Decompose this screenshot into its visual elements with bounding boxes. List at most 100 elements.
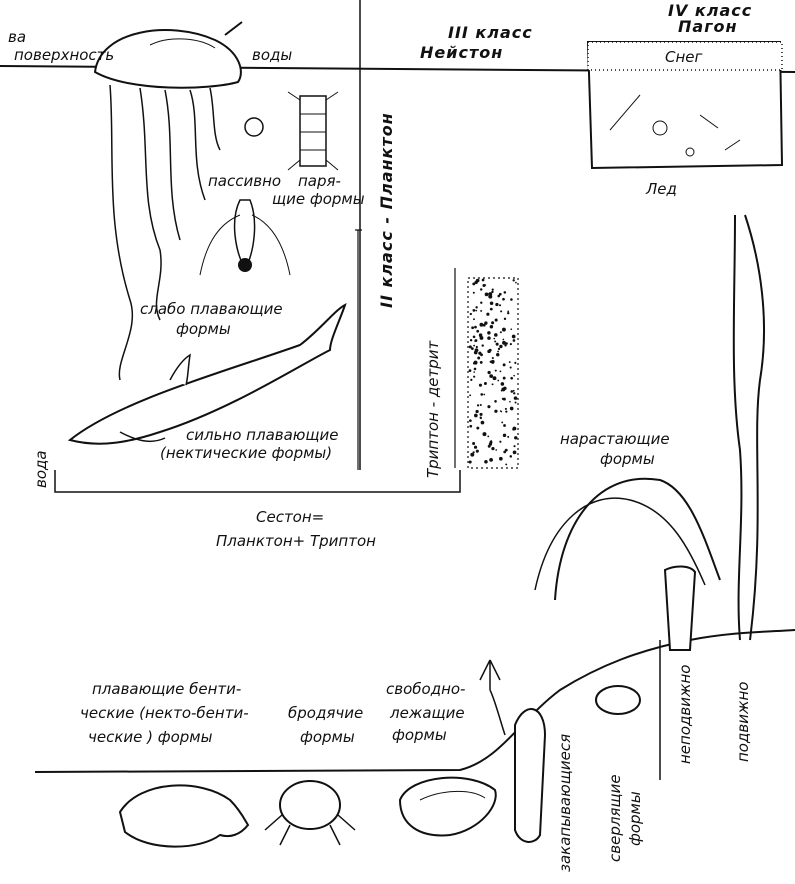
tripton-particle	[503, 317, 507, 321]
plankton-bracket	[355, 229, 362, 470]
free-lying-label-2: лежащие	[390, 704, 465, 722]
tripton-particle	[472, 441, 476, 445]
tripton-particle	[491, 321, 495, 325]
crab-drawing	[264, 780, 356, 846]
tripton-particle	[511, 334, 516, 339]
tripton-particle	[510, 376, 513, 380]
tripton-particle	[502, 338, 505, 341]
tripton-column	[467, 277, 519, 469]
tripton-particle	[476, 404, 480, 407]
tripton-particle	[487, 444, 491, 448]
tripton-particle	[473, 344, 476, 347]
tripton-particle	[490, 440, 493, 442]
tripton-particle	[491, 290, 494, 294]
tripton-particle	[473, 318, 475, 321]
shark-drawing	[67, 303, 347, 445]
tripton-particle	[509, 406, 514, 411]
tripton-particle	[479, 288, 483, 291]
tripton-particle	[472, 291, 475, 294]
class3-name: Нейстон	[420, 43, 504, 62]
tripton-particle	[469, 419, 472, 423]
burrowing-label: закапывающиеся	[556, 733, 574, 872]
tripton-particle	[505, 342, 508, 345]
tripton-particle	[484, 321, 488, 325]
tripton-particle	[479, 403, 482, 406]
tripton-particle	[510, 328, 513, 331]
flatfish-drawing	[118, 784, 250, 848]
tripton-particle	[486, 312, 490, 316]
tripton-particle	[507, 310, 510, 313]
tripton-particle	[479, 412, 483, 416]
sea-floor-line	[34, 629, 795, 773]
tripton-particle	[472, 282, 476, 286]
tripton-particle	[482, 323, 486, 327]
diatom-chain-drawing	[287, 91, 339, 171]
tripton-particle	[492, 376, 497, 381]
tripton-particle	[476, 329, 480, 333]
tripton-particle	[483, 393, 486, 396]
growing-forms-label-1: нарастающие	[560, 430, 670, 448]
tripton-particle	[500, 382, 505, 386]
tripton-particle	[479, 336, 484, 340]
tripton-particle	[495, 342, 499, 346]
tripton-particle	[487, 336, 491, 340]
tripton-particle	[469, 312, 472, 316]
tripton-particle	[496, 353, 500, 357]
tripton-particle	[510, 298, 513, 301]
tripton-particle	[471, 326, 475, 330]
weak-swimming-label-1: слабо плавающие	[140, 300, 283, 318]
tripton-particle	[505, 463, 508, 466]
tripton-particle	[503, 424, 506, 427]
tripton-particle	[472, 308, 476, 312]
burrowing-clam-drawing	[514, 708, 547, 843]
tripton-particle	[484, 292, 489, 297]
tripton-particle	[502, 340, 506, 345]
tripton-particle	[491, 288, 494, 291]
tripton-particle	[500, 310, 503, 313]
sponge-drawing	[663, 565, 697, 651]
tripton-particle	[482, 432, 487, 437]
tripton-particle	[513, 374, 515, 377]
passive-forms-label-3: щие формы	[272, 190, 365, 208]
tripton-particle	[481, 278, 485, 282]
tripton-particle	[512, 279, 515, 282]
tripton-particle	[503, 386, 507, 391]
tripton-particle	[472, 451, 475, 454]
tripton-particle	[501, 421, 504, 424]
tripton-particle	[489, 374, 494, 378]
tripton-particle	[509, 342, 512, 346]
tripton-particle	[475, 309, 478, 312]
tripton-particle	[508, 361, 511, 363]
tripton-particle	[499, 370, 502, 373]
tripton-particle	[469, 394, 472, 397]
copepod-drawing	[199, 199, 291, 276]
mobile-label: подвижно	[734, 681, 752, 762]
kelp-drawing	[534, 214, 766, 641]
tripton-particle	[475, 306, 478, 309]
tripton-particle	[468, 460, 472, 464]
tripton-particle	[494, 409, 498, 413]
tripton-particle	[499, 331, 502, 334]
tripton-particle	[487, 331, 491, 335]
tripton-particle	[474, 348, 479, 353]
tripton-particle	[506, 311, 510, 315]
tripton-particle	[487, 405, 491, 409]
swimming-benthic-label-2: ческие (некто-бенти-	[80, 704, 249, 722]
tripton-particle	[491, 446, 495, 451]
class4-name: Пагон	[678, 17, 738, 36]
tripton-particle	[513, 392, 516, 395]
tripton-particle	[469, 338, 473, 342]
tripton-particle	[478, 383, 482, 387]
tripton-particle	[474, 280, 478, 285]
tripton-particle	[498, 304, 502, 307]
tripton-particle	[493, 337, 496, 340]
passive-forms-label-2: паря-	[298, 172, 341, 190]
boring-mollusc-drawing	[595, 685, 641, 715]
water-corner-label: ва	[8, 28, 27, 46]
hydroid-drawing	[479, 659, 506, 736]
tripton-particle	[472, 361, 476, 365]
tripton-particle	[494, 340, 497, 343]
tripton-particle	[479, 351, 482, 354]
